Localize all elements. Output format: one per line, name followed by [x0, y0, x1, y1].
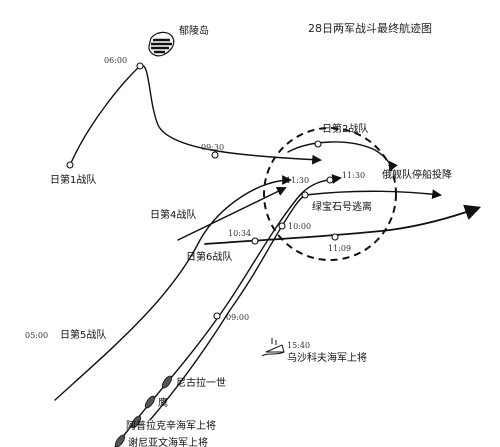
waypoint-jp2	[314, 140, 322, 148]
label-jp4: 日第4战队	[150, 208, 196, 221]
ship-icon	[114, 434, 126, 447]
waypoint-1130-b	[326, 176, 334, 184]
track-jp2	[287, 141, 398, 172]
time-1109: 11:09	[328, 244, 351, 253]
track-russian-column	[114, 174, 342, 447]
time-0930: 09:30	[201, 143, 224, 152]
label-russian-surrender: 俄舰队停船投降	[382, 168, 452, 181]
track-jp5	[54, 175, 292, 401]
label-jp2: 日第2战队	[322, 122, 368, 135]
time-1034: 10:34	[228, 229, 251, 238]
label-jp6: 日第6战队	[186, 250, 232, 263]
time-1130-b: 11:30	[342, 171, 365, 180]
time-1130-a: 11:30	[286, 176, 309, 185]
label-emerald: 绿宝石号逃离	[312, 200, 372, 213]
ship-icon	[161, 375, 173, 389]
time-1000: 10:00	[288, 222, 311, 231]
label-apraksin: 阿普拉克辛海军上将	[126, 419, 216, 432]
label-jp1: 日第1战队	[50, 173, 96, 186]
jp1-origin	[66, 161, 74, 169]
map-title: 28日两军战斗最终航迹图	[308, 21, 432, 35]
ship-icon	[144, 395, 156, 409]
waypoint-emerald	[301, 191, 309, 199]
track-jp6	[204, 204, 482, 245]
label-jp5: 日第5战队	[60, 328, 106, 341]
track-russian-secondary	[149, 194, 306, 421]
time-0900: 09:00	[226, 313, 249, 322]
waypoint-1109	[331, 233, 339, 241]
surrender-area-circle	[263, 127, 397, 261]
time-1540: 15:40	[287, 341, 310, 350]
waypoint-1000	[278, 222, 286, 230]
label-eagle: 鹰	[158, 396, 168, 409]
time-0500: 05:00	[25, 331, 48, 340]
sinking-ship-icon	[261, 338, 285, 357]
label-senyavin: 谢尼亚文海军上将	[128, 436, 208, 447]
track-jp4	[177, 187, 287, 241]
island-label: 郁陵岛	[179, 24, 209, 37]
waypoint-1034	[251, 237, 259, 245]
ship-icon	[130, 415, 142, 429]
waypoint-0930	[211, 151, 219, 159]
track-emerald	[304, 189, 442, 200]
label-ushakov: 乌沙科夫海军上将	[287, 351, 367, 364]
island-icon	[148, 31, 175, 57]
label-nicholas: 尼古拉一世	[176, 376, 226, 389]
track-jp1	[69, 64, 322, 166]
time-0600: 06:00	[104, 56, 127, 65]
waypoint-0900	[213, 312, 221, 320]
waypoint-0600	[136, 62, 144, 70]
